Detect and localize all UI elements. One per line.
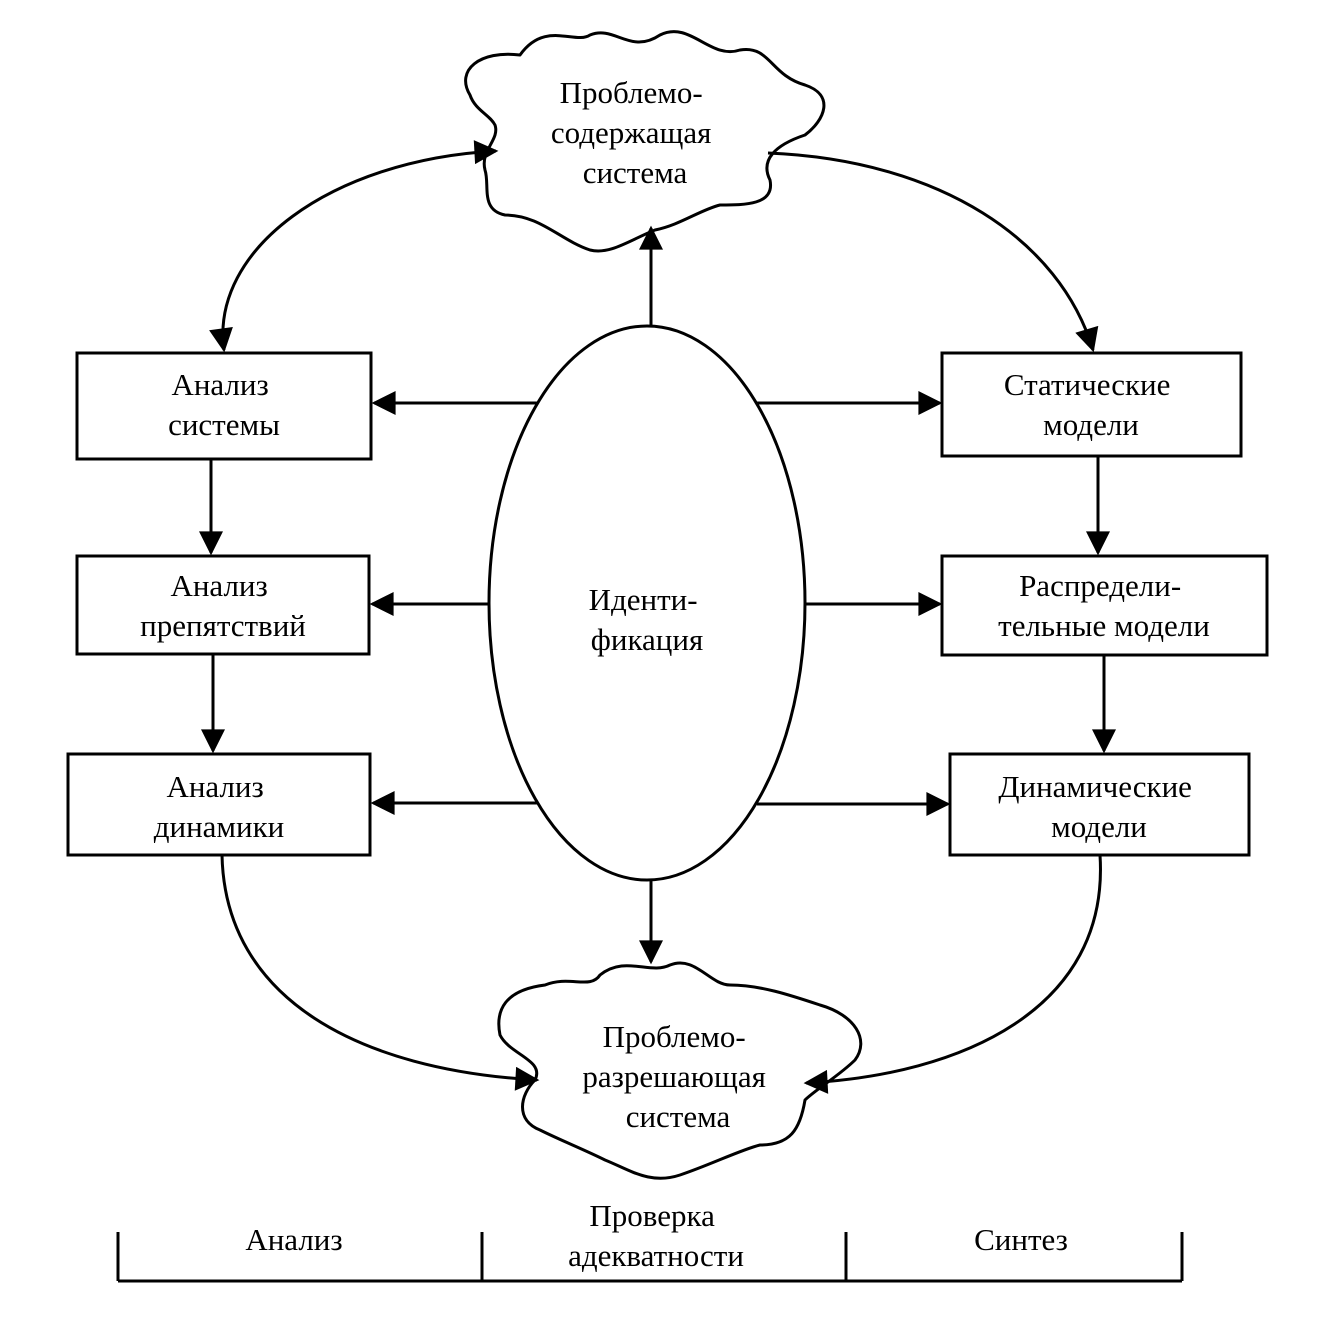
dynamics-analysis-line-2: динамики	[154, 809, 285, 844]
dynamics-analysis-label: Анализ динамики	[154, 769, 285, 844]
obstacle-analysis-line-1: Анализ	[170, 568, 267, 603]
identification-line-1: Иденти-	[589, 582, 698, 617]
static-models-box	[940, 351, 1243, 458]
arc-problem-containing-to-static-models	[767, 151, 1099, 353]
dynamic-models-line-1: Динамические	[998, 769, 1192, 804]
arc-dynamics-analysis-to-problem-resolving	[220, 854, 540, 1091]
distribution-models-line-1: Распредели-	[1019, 568, 1181, 603]
problem-containing-line-1: Проблемо-	[560, 75, 703, 110]
static-models-line-1: Статические	[1004, 367, 1171, 402]
phase-verification-line-2: адекватности	[568, 1238, 744, 1273]
phase-verification-line-1: Проверка	[589, 1198, 715, 1233]
distribution-models-line-2: тельные модели	[998, 608, 1210, 643]
dynamic-models-box	[948, 752, 1251, 857]
obstacle-analysis-box	[75, 554, 371, 656]
static-models-label: Статические модели	[1004, 367, 1178, 442]
arc-dynamic-models-to-problem-resolving	[803, 854, 1102, 1094]
dynamic-models-label: Динамические модели	[998, 769, 1199, 844]
problem-resolving-system-cloud	[497, 961, 863, 1180]
identification-line-2: фикация	[591, 622, 703, 657]
static-models-line-2: модели	[1043, 407, 1139, 442]
phase-synthesis-label: Синтез	[974, 1222, 1068, 1257]
arc-problem-containing-system-analysis	[209, 140, 499, 353]
system-analysis-line-2: системы	[168, 407, 280, 442]
problem-containing-system-label: Проблемо- содержащая система	[551, 75, 719, 190]
problem-containing-line-3: система	[583, 155, 688, 190]
problem-resolving-system-label: Проблемо- разрешающая система	[582, 1019, 773, 1134]
dynamic-models-line-2: модели	[1051, 809, 1147, 844]
phase-verification-label: Проверка адекватности	[568, 1198, 744, 1273]
dynamics-analysis-line-1: Анализ	[166, 769, 263, 804]
system-analysis-label: Анализ системы	[168, 367, 280, 442]
problem-containing-line-2: содержащая	[551, 115, 711, 150]
phase-bracket	[116, 1232, 1184, 1283]
system-analysis-line-1: Анализ	[171, 367, 268, 402]
system-analysis-box	[75, 351, 373, 461]
dynamics-analysis-box	[66, 752, 372, 857]
problem-resolving-line-3: система	[626, 1099, 731, 1134]
obstacle-analysis-line-2: препятствий	[140, 608, 306, 643]
distribution-models-label: Распредели- тельные модели	[998, 568, 1210, 643]
problem-resolving-line-1: Проблемо-	[603, 1019, 746, 1054]
problem-resolving-line-2: разрешающая	[582, 1059, 765, 1094]
identification-label: Иденти- фикация	[589, 582, 706, 657]
obstacle-analysis-label: Анализ препятствий	[140, 568, 306, 643]
phase-analysis-label: Анализ	[245, 1222, 342, 1257]
